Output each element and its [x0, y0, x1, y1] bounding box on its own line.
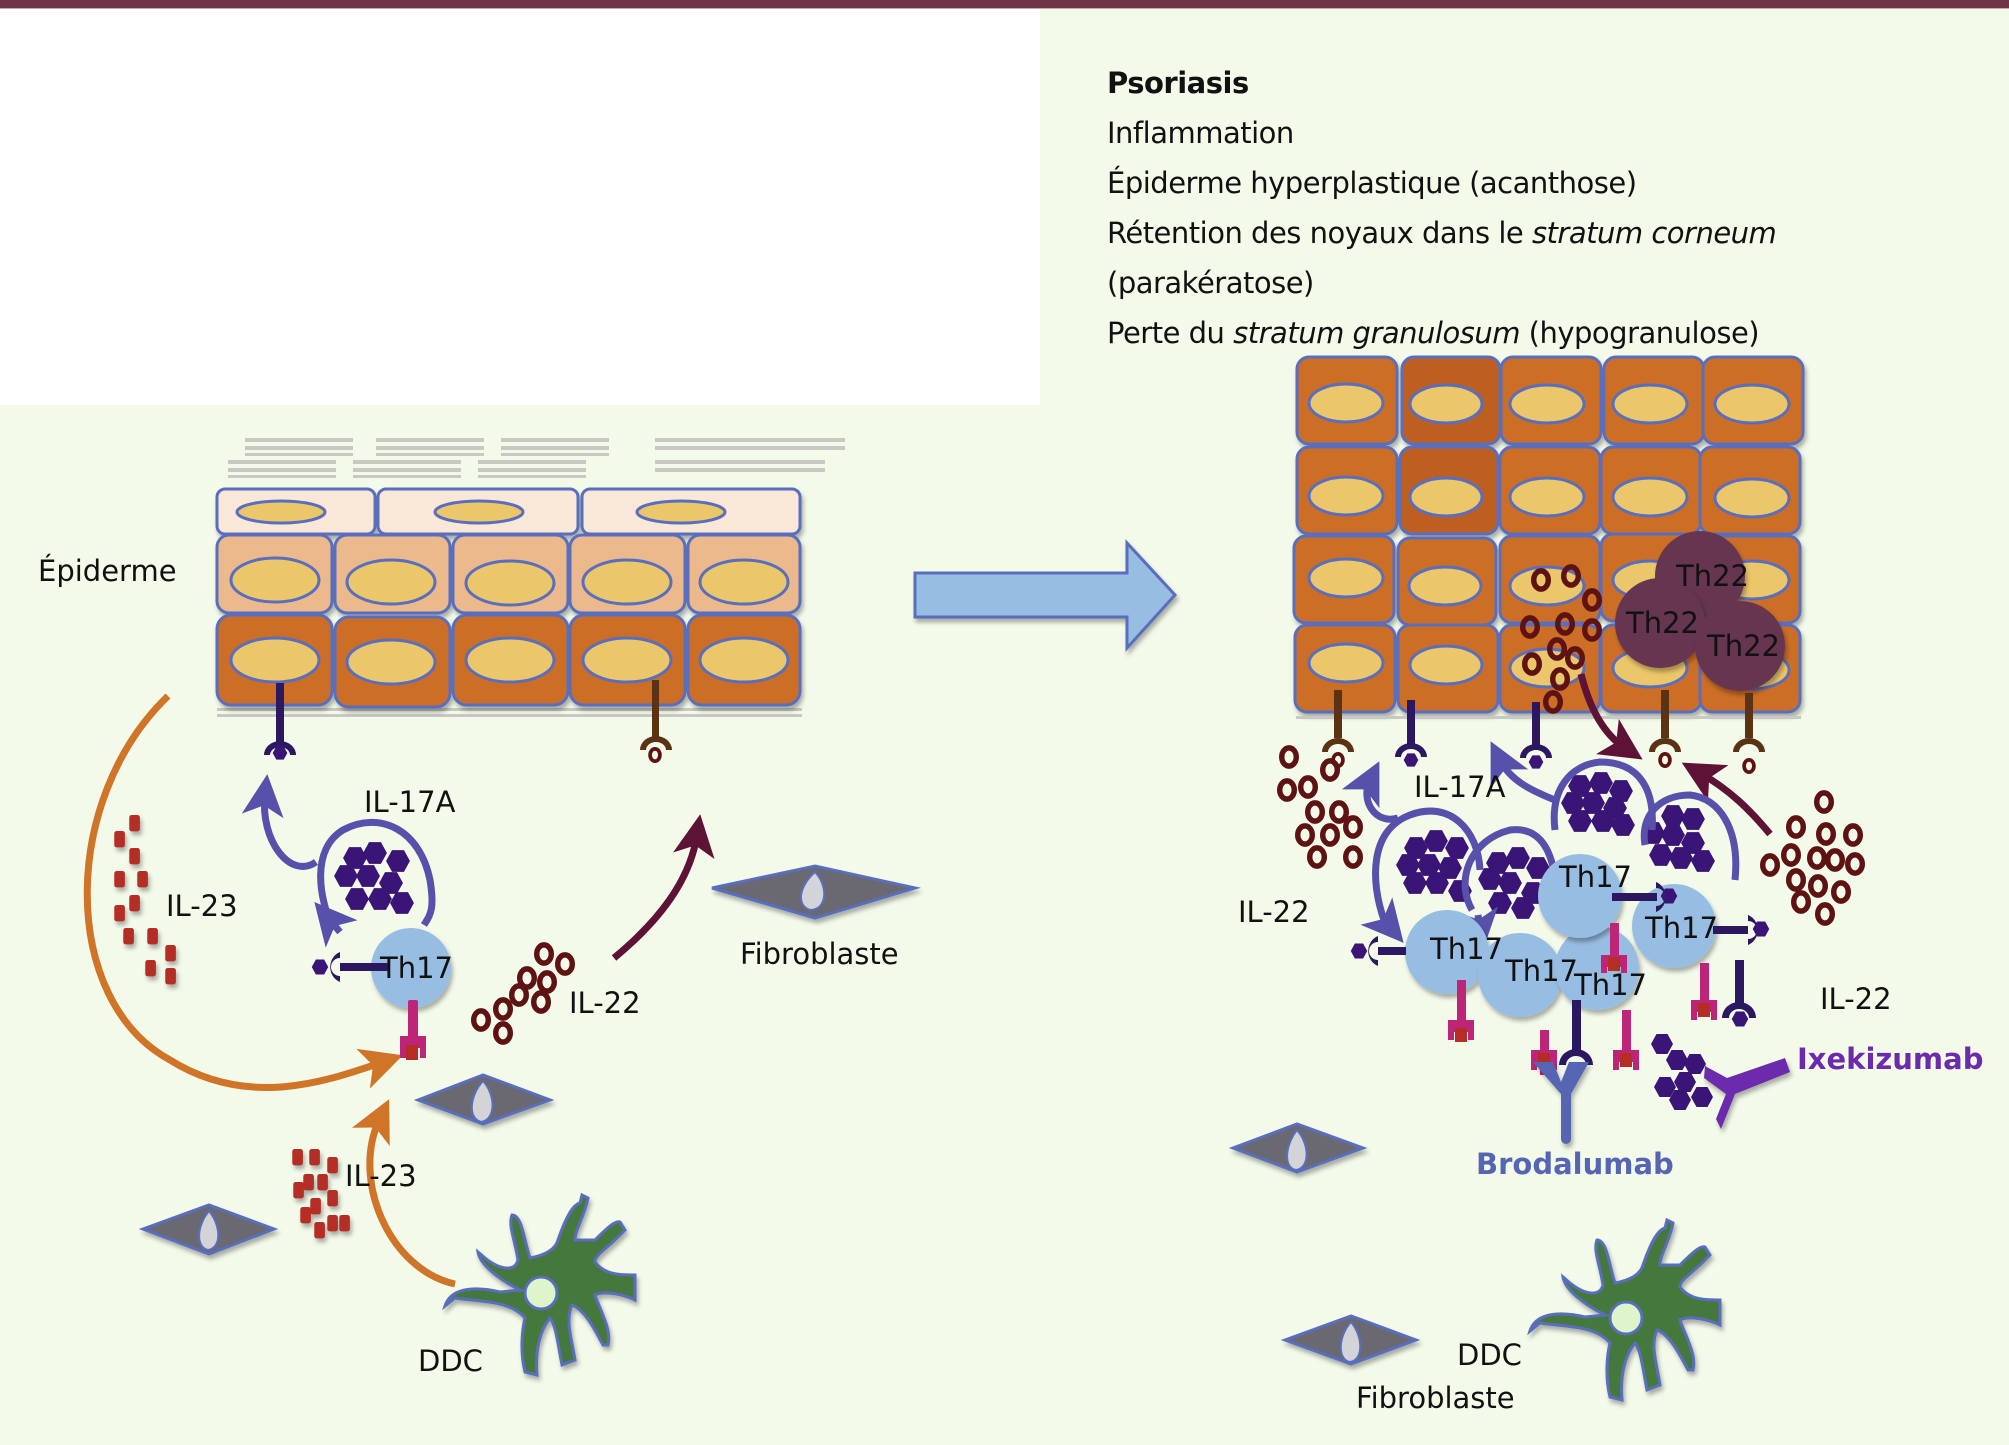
- psoriasis-info-panel: Psoriasis Inflammation Épiderme hyperpla…: [1107, 58, 1777, 358]
- th22-cluster: Th22 Th22 Th22: [1615, 531, 1785, 691]
- stratum-corneum-term: stratum corneum: [1531, 216, 1777, 250]
- il17a-label-right: IL-17A: [1414, 770, 1506, 804]
- il17a-label-left: IL-17A: [364, 785, 456, 819]
- th17-receptors-right: [1350, 882, 1770, 1075]
- il23-arc-arrow: [83, 693, 403, 1091]
- brodalumab-antibody: [1533, 1062, 1589, 1144]
- th17-cluster-right: Th17 Th17 Th17 Th17 Th17: [1405, 854, 1718, 1017]
- basement-membrane-right: [1296, 716, 1801, 719]
- fibroblast-right-2: [1280, 1314, 1421, 1366]
- ddc-label-left: DDC: [418, 1344, 483, 1378]
- il22-receptor-keratinocyte: [640, 680, 672, 763]
- il22-label-left: IL-22: [569, 986, 641, 1020]
- il22-cluster-right-right: [1763, 793, 1863, 923]
- epidermis-left: [215, 487, 802, 709]
- fibroblast-right-1: [1228, 1122, 1368, 1174]
- il22-right-arrow: [1681, 762, 1773, 837]
- stratum-corneum-left: [217, 438, 845, 717]
- il17a-loops-right: [1341, 741, 1740, 951]
- il23-label-bottom: IL-23: [345, 1159, 417, 1193]
- fibroblast-label-left: Fibroblaste: [740, 937, 899, 971]
- info-line-hypogranulosis-pre: Perte du: [1107, 316, 1234, 350]
- il22-label-right-left: IL-22: [1238, 895, 1310, 929]
- fibroblast-left-2: [413, 1073, 555, 1126]
- info-title: Psoriasis: [1107, 66, 1249, 100]
- info-line-parakeratosis: Rétention des noyaux dans le stratum cor…: [1107, 208, 1777, 258]
- ddc-label-right: DDC: [1457, 1338, 1522, 1372]
- info-line-inflammation: Inflammation: [1107, 116, 1294, 150]
- transition-arrow: [913, 539, 1178, 652]
- info-line-hypogranulosis-post: (hypogranulose): [1519, 316, 1760, 350]
- th17-label-right-1: Th17: [1429, 932, 1503, 966]
- il17a-autocrine-loop: [317, 818, 436, 928]
- il17a-cluster-left: [334, 842, 414, 914]
- th22-label-2: Th22: [1625, 606, 1699, 640]
- fibroblast-left-3: [138, 1203, 279, 1256]
- th17-label-left: Th17: [379, 951, 453, 985]
- th22-label-3: Th22: [1706, 629, 1780, 663]
- fibroblast-left-1: [711, 864, 921, 920]
- brodalumab-label: Brodalumab: [1476, 1147, 1674, 1181]
- ixekizumab-label: Ixekizumab: [1797, 1042, 1983, 1076]
- il17-receptor-keratinocyte: [264, 683, 296, 760]
- keratinocyte-receptors-right: [1322, 690, 1765, 774]
- stratum-granulosum-term: stratum granulosum: [1233, 316, 1520, 350]
- ddc-to-th17-arrow: [351, 1099, 456, 1288]
- th17-label-right-3: Th17: [1573, 968, 1647, 1002]
- dendritic-cell-left: [442, 1192, 637, 1377]
- info-line-hypogranulosis: Perte du stratum granulosum (hypogranulo…: [1107, 308, 1776, 358]
- il22-to-epidermis-arrow: [611, 814, 715, 961]
- th17-label-right-2: Th17: [1504, 954, 1578, 988]
- il22-cluster-right-left: [1280, 748, 1361, 866]
- info-line-acanthosis: Épiderme hyperplastique (acanthose): [1107, 166, 1637, 200]
- il22-label-right-right: IL-22: [1820, 982, 1892, 1016]
- il17a-loop-arrowhead: [314, 902, 358, 948]
- th17-label-right-4: Th17: [1558, 860, 1632, 894]
- info-line-parakeratosis-cont: (parakératose): [1107, 266, 1314, 300]
- th22-label-1: Th22: [1675, 559, 1749, 593]
- il22-cluster-left: [474, 945, 573, 1042]
- th17-label-right-5: Th17: [1644, 911, 1718, 945]
- fibroblast-label-right: Fibroblaste: [1356, 1381, 1515, 1415]
- il23-cluster-bottom: [292, 1149, 350, 1239]
- il23-label-top: IL-23: [166, 889, 238, 923]
- il22-epidermis-arrow: [1577, 673, 1643, 760]
- ixekizumab-antibody: [1704, 1058, 1790, 1129]
- il17a-free-cluster: [1651, 1034, 1713, 1110]
- top-color-bar: [0, 0, 2009, 9]
- dendritic-cell-right: [1527, 1217, 1722, 1402]
- th17-cell-left: Th17: [311, 928, 453, 1060]
- epidermis-label: Épiderme: [38, 554, 177, 588]
- blank-panel: [0, 9, 1040, 405]
- il17a-to-epidermis-arrow: [241, 774, 318, 870]
- info-line-parakeratosis-text: Rétention des noyaux dans le: [1107, 216, 1532, 250]
